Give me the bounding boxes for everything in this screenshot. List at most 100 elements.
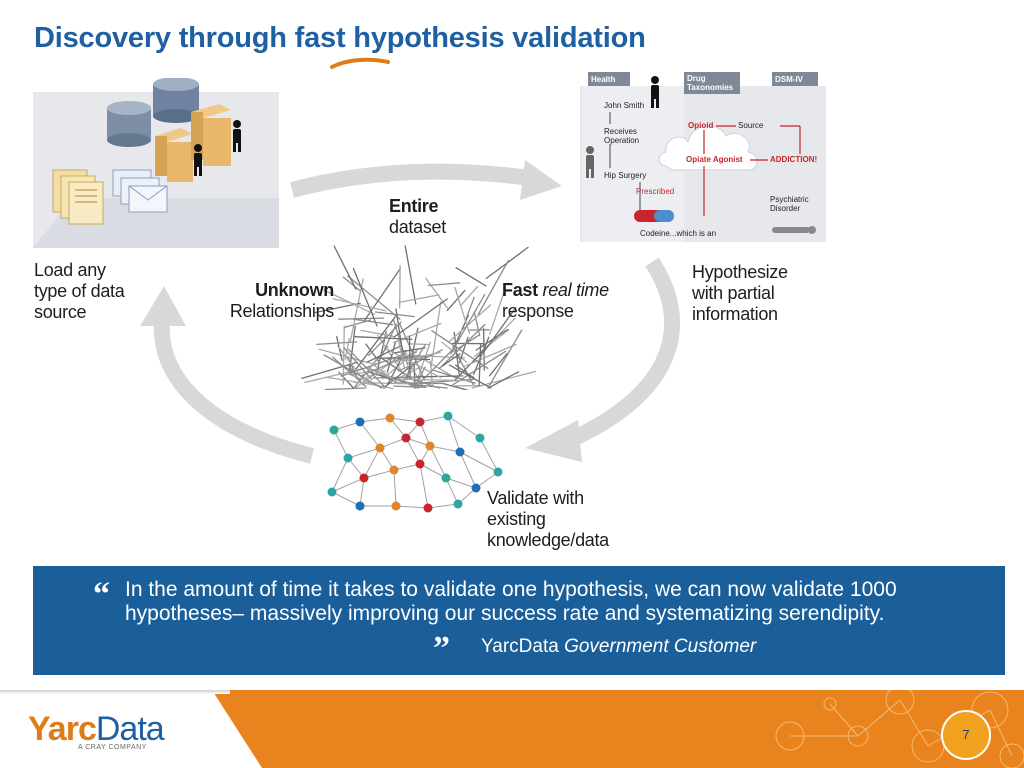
header-health: Health xyxy=(591,75,616,84)
network-node xyxy=(441,473,451,483)
footer-band xyxy=(0,690,1024,768)
needle xyxy=(364,357,378,376)
network-node xyxy=(423,503,433,513)
needle xyxy=(313,302,361,314)
needle xyxy=(380,371,399,385)
needle xyxy=(460,285,479,306)
network-node xyxy=(375,443,385,453)
needle xyxy=(318,348,377,366)
arrow-top-head xyxy=(520,160,562,200)
needle xyxy=(403,344,426,382)
person-icon xyxy=(651,76,659,108)
network-node xyxy=(385,413,395,423)
needle xyxy=(478,344,482,387)
network-edge xyxy=(475,471,499,489)
network-node xyxy=(389,465,399,475)
network-node xyxy=(443,411,453,421)
label-relationships: Relationships xyxy=(229,301,334,321)
patient-icon xyxy=(586,146,594,178)
network-node xyxy=(343,453,353,463)
needle xyxy=(487,329,523,389)
network-edge xyxy=(479,437,499,473)
needle xyxy=(465,296,475,319)
logo-subtitle: A CRAY COMPANY xyxy=(78,744,147,751)
needle-haystack-illustration xyxy=(301,245,536,390)
needle xyxy=(354,336,413,340)
needle xyxy=(386,341,396,373)
node-codeine: Codeine...which is an xyxy=(640,229,716,238)
needle xyxy=(454,286,471,335)
document-stack-icon xyxy=(52,169,104,225)
person-icon xyxy=(194,144,202,176)
needle xyxy=(366,345,402,363)
needle xyxy=(374,311,415,318)
needle xyxy=(397,339,405,369)
person-icon xyxy=(233,120,241,152)
node-addiction: ADDICTION! xyxy=(770,155,817,164)
arrow-left-head xyxy=(140,286,186,326)
network-edge xyxy=(445,477,459,505)
page-title: Discovery through fast hypothesis valida… xyxy=(34,22,646,54)
needle xyxy=(438,323,486,370)
network-node xyxy=(327,487,337,497)
label-response: response xyxy=(502,301,574,321)
label-real-time: real time xyxy=(542,280,610,300)
network-node xyxy=(415,459,425,469)
needle xyxy=(477,260,509,316)
needle xyxy=(324,387,367,390)
network-edge xyxy=(331,491,361,507)
network-edge xyxy=(389,417,421,423)
network-edge xyxy=(447,415,461,453)
network-node xyxy=(415,417,425,427)
page-number: 7 xyxy=(941,710,991,760)
needle xyxy=(352,267,378,327)
needle xyxy=(473,311,481,337)
server-box-icon xyxy=(155,104,231,182)
needle xyxy=(316,341,358,346)
needle xyxy=(333,245,357,290)
node-prescribed: Prescribed xyxy=(636,187,674,196)
needle xyxy=(408,343,430,346)
needle xyxy=(425,277,448,309)
needle xyxy=(427,282,461,287)
header-dsm-iv: DSM-IV xyxy=(775,75,804,84)
needle xyxy=(450,294,486,355)
network-edge xyxy=(427,503,459,509)
network-edge xyxy=(447,415,481,439)
needle xyxy=(369,371,393,381)
needle xyxy=(488,352,508,377)
logo-data: Data xyxy=(95,710,165,748)
quote-attribution-role: Government Customer xyxy=(564,636,757,657)
network-node xyxy=(355,417,365,427)
needle xyxy=(347,275,401,320)
needle xyxy=(398,294,440,304)
network-node xyxy=(493,467,503,477)
title-swoosh-decoration xyxy=(330,57,390,69)
network-edge xyxy=(419,415,449,423)
needle xyxy=(326,376,379,387)
network-edge xyxy=(379,437,407,449)
needle xyxy=(391,351,441,364)
network-edge xyxy=(393,469,397,507)
pill-icon xyxy=(634,210,674,222)
email-stack-icon xyxy=(112,169,168,213)
needle xyxy=(393,347,426,354)
node-hip-surgery: Hip Surgery xyxy=(604,171,646,180)
needle xyxy=(429,360,434,387)
network-edge xyxy=(363,447,381,479)
needle xyxy=(455,267,487,287)
logo-yarc: Yarc xyxy=(28,710,97,748)
network-node xyxy=(401,433,411,443)
network-edge xyxy=(429,445,447,479)
yarcdata-logo: YarcData xyxy=(28,710,165,748)
node-opioid: Opioid xyxy=(688,121,713,130)
arrow-top xyxy=(289,163,532,198)
needle xyxy=(441,341,468,363)
cycle-arrows xyxy=(140,160,681,464)
label-fast: Fast xyxy=(502,280,538,300)
network-edge xyxy=(347,447,381,459)
network-edge xyxy=(363,469,395,479)
